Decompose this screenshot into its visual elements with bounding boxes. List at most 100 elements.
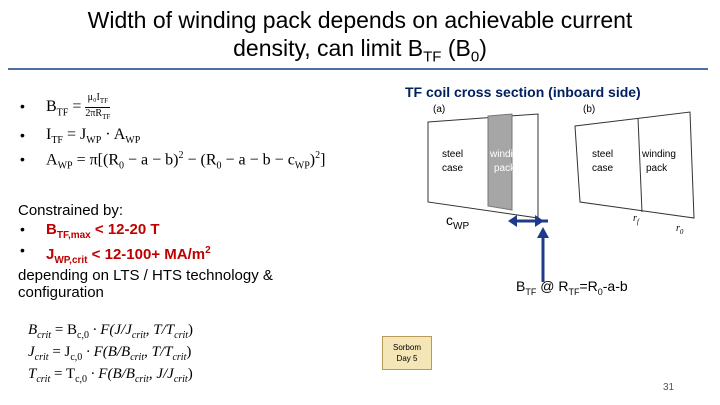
tf-coil-diagram: (a) (b) steel case winding pack steel ca… (427, 104, 695, 282)
eq-text: μ₀I (87, 92, 100, 103)
title-sub: TF (423, 48, 442, 66)
winding-pack-a-label-2: pack (494, 163, 516, 174)
crit-text: = T (50, 366, 76, 382)
cwp-label: cWP (446, 212, 469, 232)
eq-sub: TF (51, 135, 63, 147)
constraint-text: J (46, 246, 55, 263)
critical-b-equation: Bcrit = Bc,0 · F(J/Jcrit, T/Tcrit) (28, 322, 193, 341)
eq-text: = J (63, 126, 87, 143)
constraint-sub: WP,crit (54, 255, 88, 266)
title-line-1: Width of winding pack depends on achieva… (87, 7, 633, 33)
eq-text: ] (320, 151, 326, 169)
winding-pack-b-divider (637, 117, 643, 213)
eq-text: ) (309, 151, 316, 169)
btf-sub: TF (525, 286, 537, 297)
eq-sub: WP (125, 135, 141, 147)
eq-sup: 2 (178, 150, 184, 161)
crit-sub: c,0 (77, 330, 89, 341)
eq-sub: WP (294, 160, 310, 172)
constraint-text: B (46, 221, 57, 238)
crit-text: B (28, 322, 38, 338)
label-a: (a) (433, 104, 445, 115)
crit-text: = J (48, 344, 71, 360)
crit-sub: crit (172, 352, 187, 363)
cwp-text: c (446, 212, 453, 228)
eq-sup: 2 (315, 150, 321, 161)
constraints-note-1: depending on LTS / HTS technology & (18, 267, 273, 284)
crit-sub: crit (37, 330, 52, 341)
title-text: (B (441, 35, 471, 61)
page-number: 31 (663, 382, 675, 393)
constraint-text: < 12-100+ MA/m (87, 246, 206, 263)
title-text: density, can limit B (233, 35, 424, 61)
constraint-sup: 2 (205, 245, 211, 256)
bullet-dot: • (20, 221, 25, 237)
steel-case-a-label-1: steel (442, 149, 463, 160)
steel-case-b-label-2: case (592, 163, 614, 174)
crit-text: = B (51, 322, 78, 338)
crit-sub: crit (36, 374, 51, 385)
eq-text: − a − b − c (221, 151, 295, 169)
equation-itf: ITF = JWP · AWP (46, 126, 140, 146)
crit-text: J (28, 344, 35, 360)
title-sub: 0 (470, 48, 480, 66)
constraint-btf-max: BTF,max < 12-20 T (46, 221, 160, 244)
btf-text: -a-b (602, 278, 628, 294)
crit-sub: crit (131, 330, 146, 341)
crit-text: T (28, 366, 37, 382)
crit-text: , T/T (145, 322, 175, 338)
rf-text: r (633, 213, 637, 224)
winding-pack-a-shape (487, 113, 513, 211)
critical-t-equation: Tcrit = Tc,0 · F(B/Bcrit, J/Jcrit) (28, 366, 193, 385)
r0-label: r0 (676, 223, 684, 236)
bullet-dot: • (20, 242, 25, 258)
eq-text: · A (101, 126, 126, 143)
slide-title: Width of winding pack depends on achieva… (0, 6, 720, 72)
eq-text: − a − b) (124, 151, 179, 169)
constraints-note-2: configuration (18, 284, 104, 301)
eq-sub: 0 (216, 160, 222, 172)
btf-text: =R (579, 278, 598, 294)
crit-sub: crit (130, 352, 145, 363)
eq-text: B (46, 98, 57, 116)
crit-text: ) (187, 366, 193, 382)
eq-sub: TF (99, 97, 108, 105)
eq-sub: 0 (119, 160, 124, 172)
title-line-2: density, can limit BTF (B0) (0, 34, 720, 72)
sticky-note-line-2: Day 5 (396, 354, 418, 363)
title-divider (8, 68, 708, 70)
eq-sub: TF (56, 107, 69, 119)
crit-text: · F(B/B (87, 366, 135, 382)
eq-text: A (46, 151, 58, 169)
bullet-dot: • (20, 98, 25, 114)
crit-text: · F(B/B (82, 344, 131, 360)
cwp-arrow-head-right (535, 215, 544, 227)
btf-arrow-head (537, 227, 549, 238)
steel-case-b-label-1: steel (592, 149, 613, 160)
crit-text: · F(J/J (88, 322, 132, 338)
bullet-dot: • (20, 127, 25, 143)
crit-sub: c,0 (75, 374, 88, 385)
eq-text: = (68, 98, 86, 116)
btf-sub: TF (568, 286, 580, 297)
steel-case-b-shape (574, 111, 695, 219)
winding-pack-a-label-1: winding (489, 149, 524, 160)
btf-text: @ R (536, 278, 569, 294)
constraints-header: Constrained by: (18, 202, 124, 219)
steel-case-a-label-2: case (442, 163, 464, 174)
winding-pack-b-label-2: pack (646, 163, 668, 174)
crit-text: ) (188, 322, 194, 338)
equation-awp: AWP = π[(R0 − a − b)2 − (R0 − a − b − cW… (46, 150, 325, 172)
constraint-text: < 12-20 T (90, 221, 160, 238)
constraint-sub: TF,max (56, 230, 91, 241)
crit-sub: crit (34, 352, 49, 363)
bullet-dot: • (20, 151, 25, 167)
cwp-sub: WP (453, 220, 470, 232)
crit-sub: c,0 (70, 352, 83, 363)
sticky-note[interactable]: Sorbom Day 5 (382, 336, 432, 370)
constraint-jwp-crit: JWP,crit < 12-100+ MA/m2 (46, 242, 211, 269)
btf-sub: 0 (597, 286, 603, 297)
eq-text: 2πR (85, 108, 103, 119)
crit-sub: crit (134, 374, 149, 385)
